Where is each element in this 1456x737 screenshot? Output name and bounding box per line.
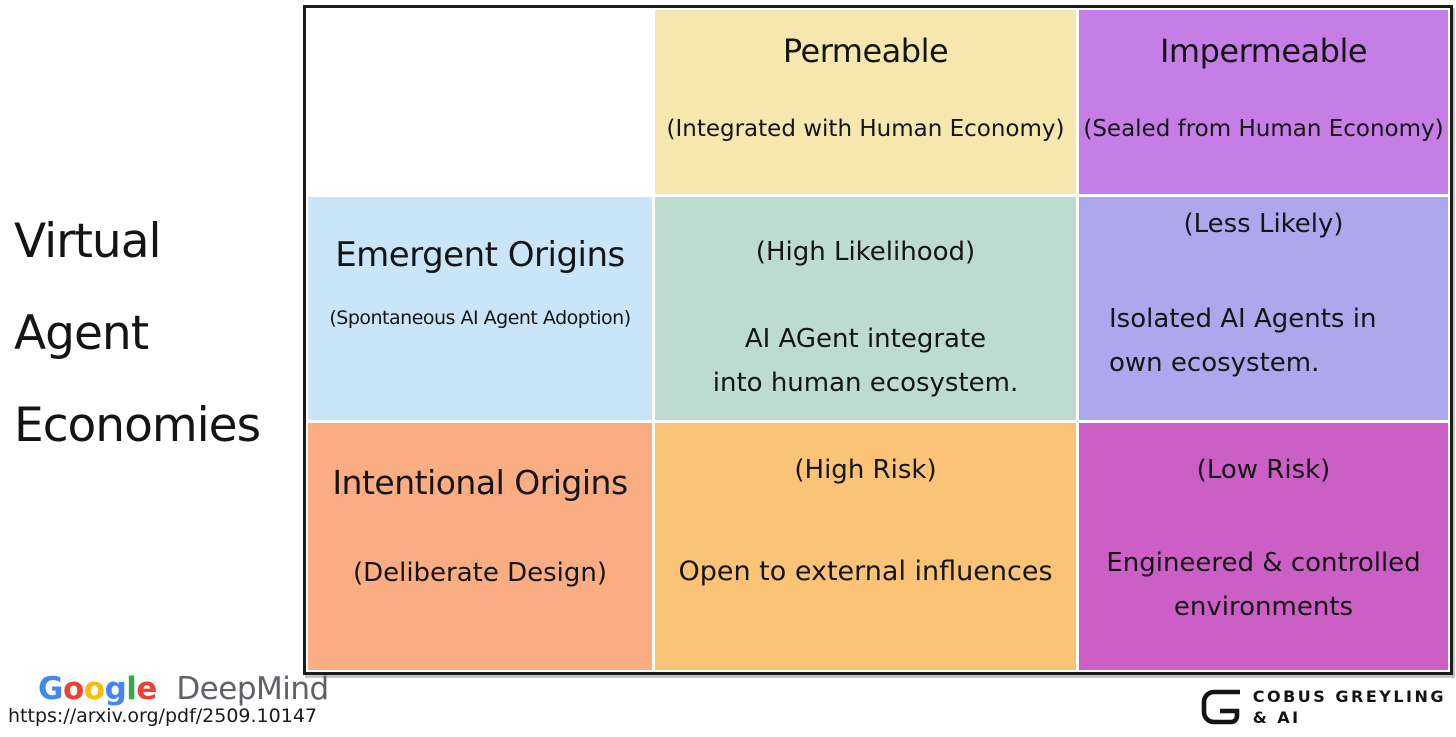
page-title: Virtual Agent Economies xyxy=(14,196,261,472)
google-letter: l xyxy=(126,671,137,707)
google-letter: o xyxy=(62,671,84,707)
row-header-intentional-origins: Intentional Origins (Deliberate Design) xyxy=(308,423,652,670)
matrix-corner-cell xyxy=(308,10,652,194)
cell-body: Isolated AI Agents in own ecosystem. xyxy=(1109,304,1377,379)
cell-intentional-permeable: (High Risk) Open to external influences xyxy=(655,423,1076,670)
column-header-subtitle: (Integrated with Human Economy) xyxy=(666,116,1065,142)
google-letter: G xyxy=(38,671,63,707)
brand-name: COBUS GREYLING xyxy=(1252,687,1446,706)
google-letter: g xyxy=(104,671,127,707)
page-title-line: Agent xyxy=(14,306,149,361)
brand-name-line2: & AI xyxy=(1252,708,1301,727)
cell-emergent-permeable: (High Likelihood) AI AGent integrate int… xyxy=(655,197,1076,420)
cell-intentional-impermeable: (Low Risk) Engineered & controlled envir… xyxy=(1079,423,1448,670)
row-header-title: Emergent Origins xyxy=(335,235,625,275)
row-header-title: Intentional Origins xyxy=(332,463,628,502)
source-url: https://arxiv.org/pdf/2509.10147 xyxy=(8,705,317,727)
cell-emergent-impermeable: (Less Likely) Isolated AI Agents in own … xyxy=(1079,197,1448,420)
column-header-title: Impermeable xyxy=(1159,32,1368,70)
row-header-subtitle: (Spontaneous AI Agent Adoption) xyxy=(329,307,631,329)
cell-tag: (High Likelihood) xyxy=(755,237,976,267)
row-header-subtitle: (Deliberate Design) xyxy=(352,558,608,588)
cell-body: Engineered & controlled environments xyxy=(1106,548,1421,623)
page-title-line: Economies xyxy=(14,398,261,453)
cell-tag: (Low Risk) xyxy=(1196,455,1331,485)
google-letter: o xyxy=(83,671,105,707)
cell-tag: (High Risk) xyxy=(794,455,937,485)
cell-body: Open to external influences xyxy=(678,556,1053,587)
column-header-title: Permeable xyxy=(782,32,949,70)
page-title-line: Virtual xyxy=(14,214,162,269)
column-header-subtitle: (Sealed from Human Economy) xyxy=(1083,116,1444,142)
cell-tag: (Less Likely) xyxy=(1183,209,1344,239)
cell-body: AI AGent integrate into human ecosystem. xyxy=(712,324,1019,399)
column-header-impermeable: Impermeable (Sealed from Human Economy) xyxy=(1079,10,1448,194)
matrix-table: Permeable (Integrated with Human Economy… xyxy=(303,5,1453,675)
google-wordmark: Google xyxy=(38,671,157,707)
column-header-permeable: Permeable (Integrated with Human Economy… xyxy=(655,10,1076,194)
cobus-greyling-g-icon xyxy=(1201,689,1240,725)
row-header-emergent-origins: Emergent Origins (Spontaneous AI Agent A… xyxy=(308,197,652,420)
google-deepmind-logo: Google DeepMind xyxy=(38,671,329,707)
cobus-greyling-logo: COBUS GREYLING & AI xyxy=(1199,684,1446,730)
deepmind-wordmark: DeepMind xyxy=(176,671,329,707)
google-letter: e xyxy=(136,671,157,707)
